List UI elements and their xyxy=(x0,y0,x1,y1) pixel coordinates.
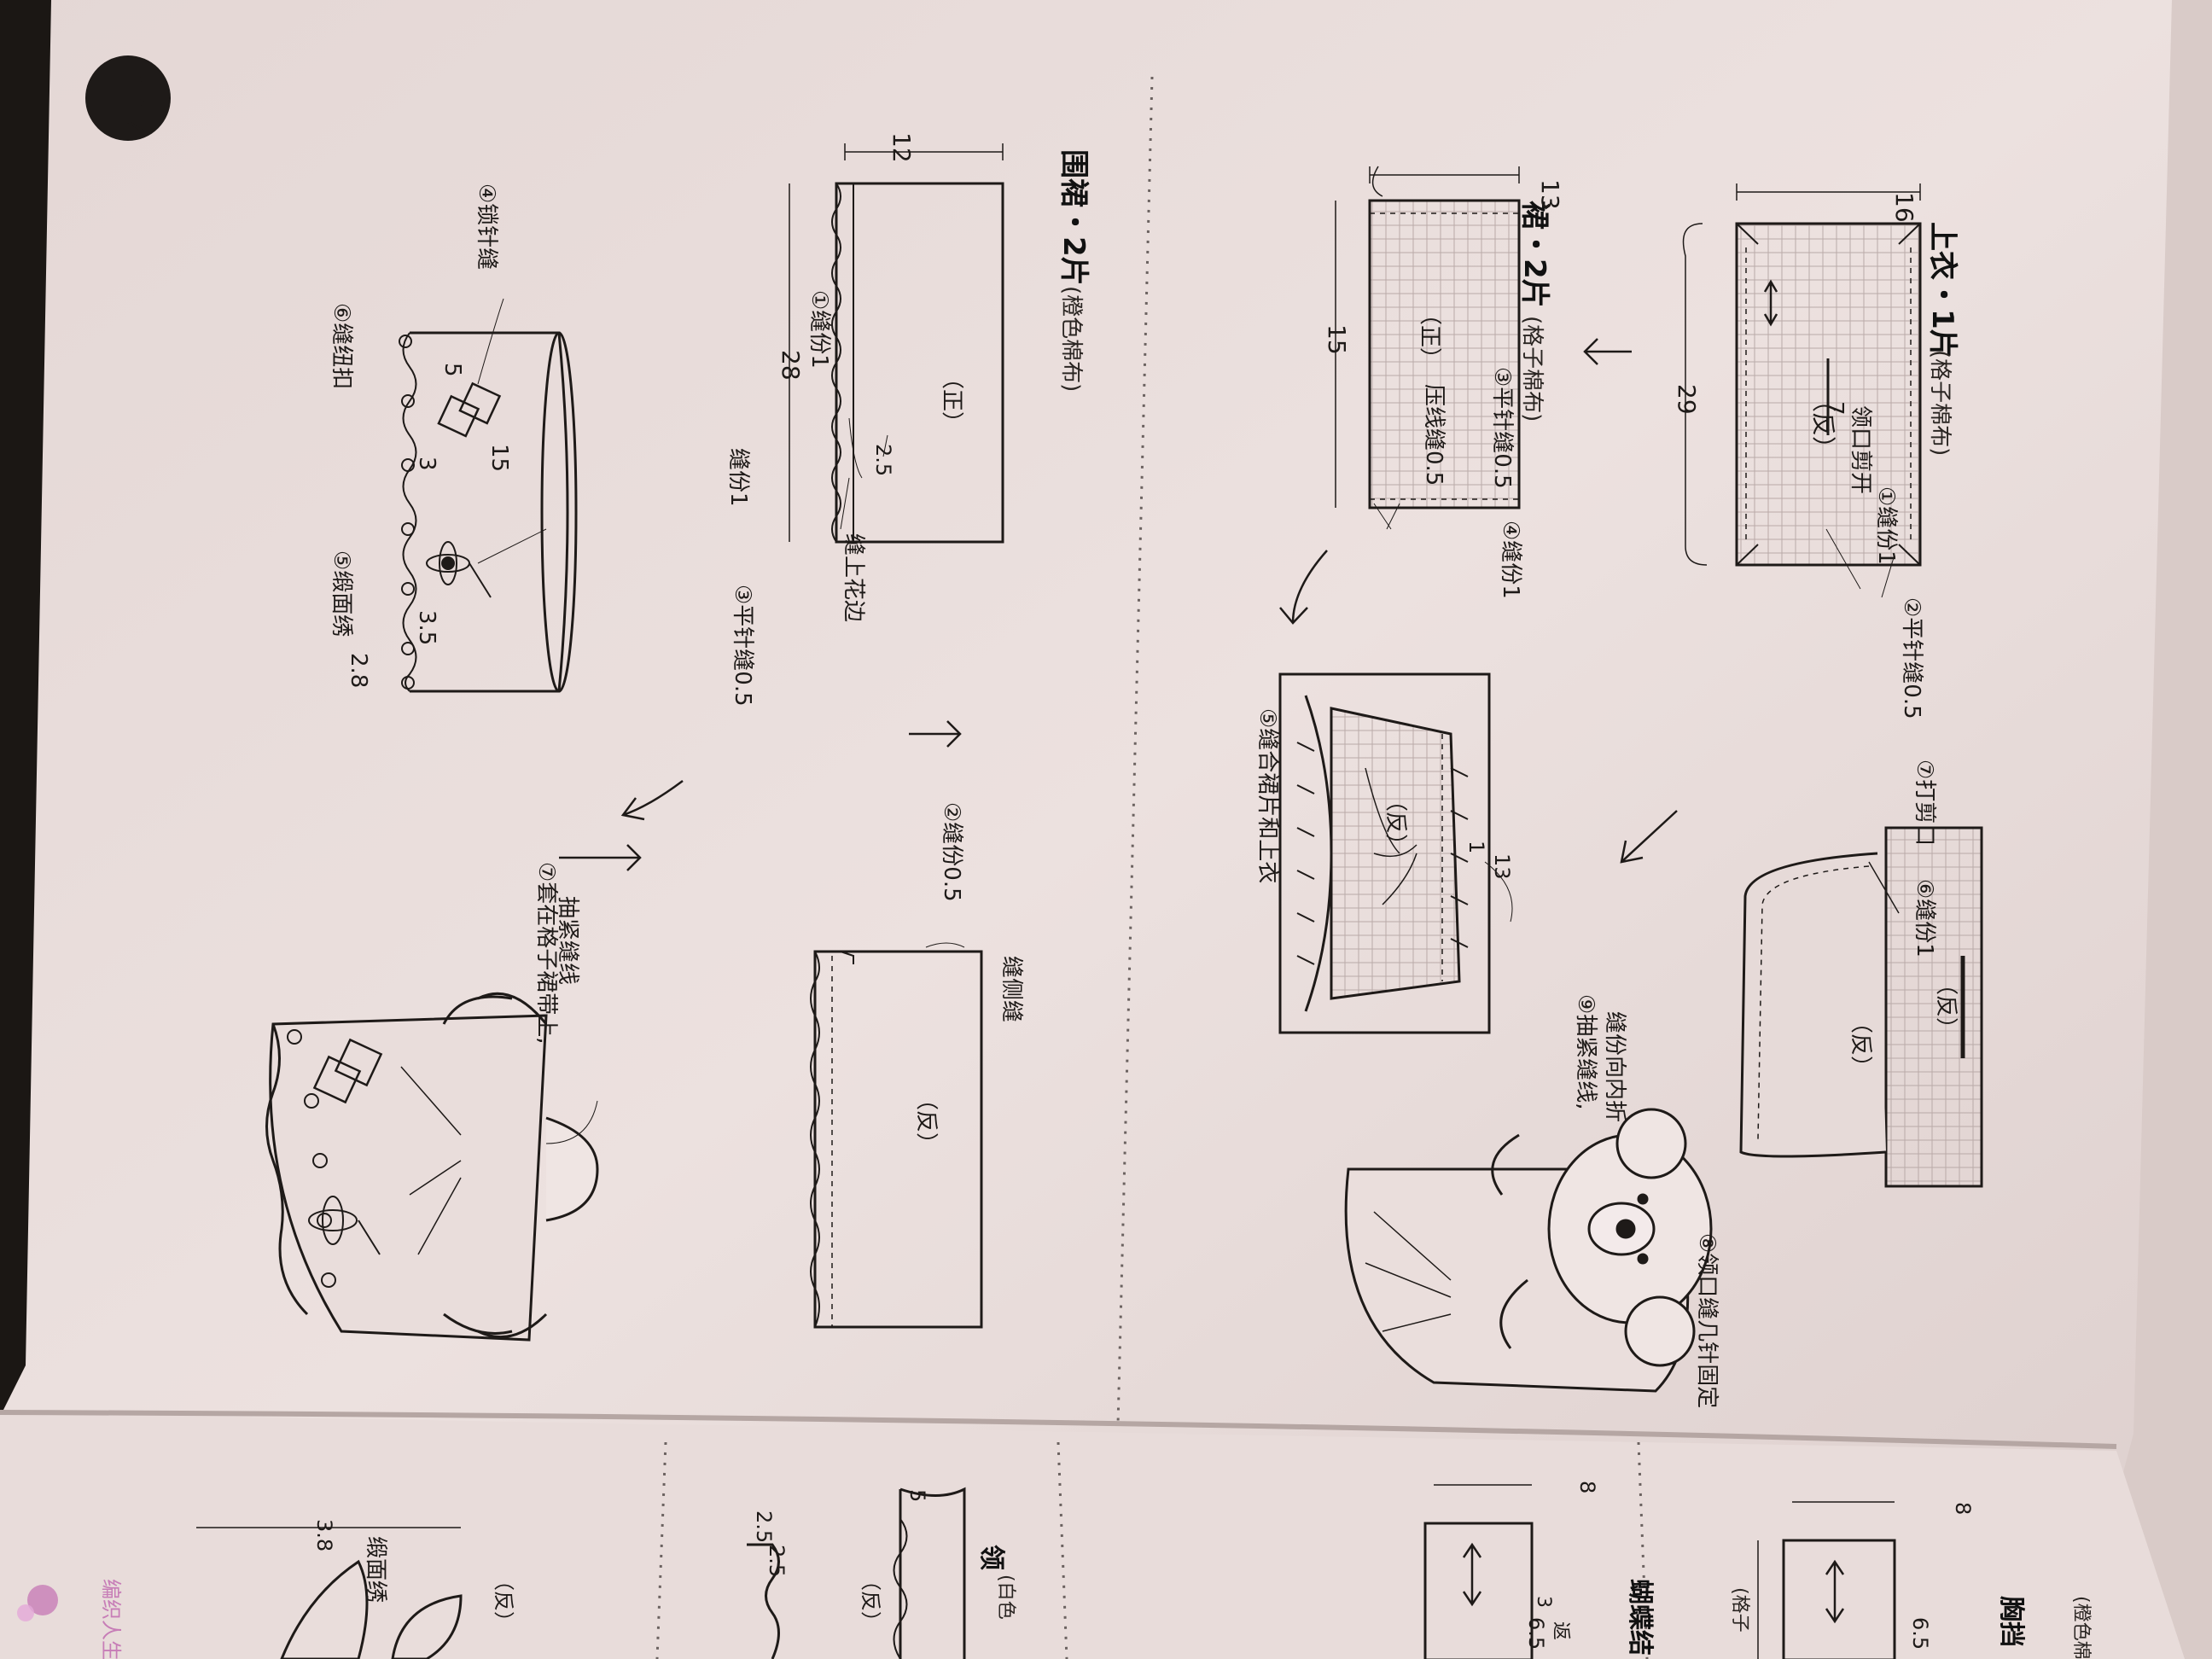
bear-with-top-illustration xyxy=(1344,1108,1713,1393)
apron-step1-seam: ①缝份1 xyxy=(806,290,832,369)
next-bib-title: 胸挡 xyxy=(1996,1596,2026,1647)
section-title-skirt: 裙・2片 (格子棉布) xyxy=(1517,201,1551,422)
next-page-fragments xyxy=(196,1484,1896,1659)
skirt-step4-seam: ④缝份1 xyxy=(1498,521,1523,599)
apron-cylinder-step xyxy=(399,298,578,693)
page-number-badge xyxy=(85,55,171,141)
apron-width-dim: 12 xyxy=(888,132,916,163)
join-13: 13 xyxy=(1490,853,1514,880)
satin-dim-3-8: 3.8 xyxy=(312,1519,336,1551)
apron-side-seam: 缝侧缝 xyxy=(998,956,1024,1022)
apron-step2-seam: ②缝份0.5 xyxy=(939,802,964,902)
skirt-width-dim: 13 xyxy=(1536,179,1564,210)
next-bow-material: (格子 xyxy=(1729,1587,1750,1633)
join-1: 1 xyxy=(1464,841,1488,853)
join-reverse-mark: （反） xyxy=(1382,789,1408,856)
sew-buttons: ⑥缝纽扣 xyxy=(329,303,354,389)
skirt-step3-running-stitch: ③平针缝0.5 xyxy=(1489,367,1515,489)
apron-2-5: 2.5 xyxy=(871,444,895,476)
skirt-pattern-piece xyxy=(1335,166,1521,530)
bow-fold-back: 返 xyxy=(1550,1621,1571,1640)
top-title: 上衣・1片 xyxy=(1925,222,1959,358)
skirt-material: (格子棉布) xyxy=(1519,316,1545,422)
apron-lace: 缝上花边 xyxy=(841,533,866,622)
step7-put-on: ⑦套在格子裙带上, xyxy=(533,862,559,1045)
step6-reverse-b: （反） xyxy=(1848,1011,1873,1078)
page-number: 114 xyxy=(110,73,152,141)
step8-neck: ⑧领口缝几针固定 xyxy=(1694,1233,1720,1408)
dim-15: 15 xyxy=(486,444,512,472)
step6-reverse-a: （反） xyxy=(1933,973,1959,1039)
top-reverse-mark: （反） xyxy=(1809,388,1837,460)
section-title-top: 上衣・1片 (格子棉布) xyxy=(1925,222,1959,456)
top-neck-slit: 领口剪开 xyxy=(1848,405,1873,494)
apron-reverse-mark: （反） xyxy=(913,1088,939,1155)
bib-reverse-mark: （反） xyxy=(492,1570,515,1632)
top-neck-length: 7 xyxy=(1822,401,1848,416)
skirt-step5-join: ⑤缝合裙片和上衣 xyxy=(1254,708,1280,883)
apron-pattern-piece xyxy=(789,143,1004,544)
finished-dress-illustration xyxy=(265,992,599,1342)
next-satin-stitch: 缎面绣 xyxy=(363,1536,388,1603)
bow-dim-3: 3 xyxy=(1533,1596,1554,1608)
top-material: (格子棉布) xyxy=(1927,350,1953,456)
apron-side-seam-step xyxy=(810,942,983,1329)
watermark-logo xyxy=(17,1585,58,1621)
step9-fold: 缝份向内折 xyxy=(1602,1011,1627,1122)
next-bib-material: (橙色棉 xyxy=(2070,1596,2092,1659)
next-collar-title: 领 xyxy=(976,1545,1006,1570)
top-step2-running-stitch: ②平针缝0.5 xyxy=(1899,597,1924,719)
collar-dim-5: 5 xyxy=(905,1489,929,1502)
apron-seam-b: 缝份1 xyxy=(725,448,751,507)
blanket-stitch: ④锁针缝 xyxy=(474,183,499,270)
apron-length-dim: 28 xyxy=(777,350,805,381)
dim-2-8: 2.8 xyxy=(346,653,371,688)
skirt-front-mark: （正） xyxy=(1417,303,1442,370)
top-step1-seam: ①缝份1 xyxy=(1873,486,1899,565)
top-length-dim: 29 xyxy=(1673,384,1701,415)
step7-clip: ⑦打剪口 xyxy=(1912,760,1937,846)
top-pattern-piece xyxy=(1682,183,1922,598)
bow-dim-8: 8 xyxy=(1575,1481,1599,1493)
section-title-apron: 围裙・2片 (橙色棉布) xyxy=(1057,149,1091,392)
next-collar-material: (白色 xyxy=(995,1575,1016,1620)
step9-gather: ⑨抽紧缝线, xyxy=(1573,994,1598,1110)
step7-tighten: 抽紧缝线 xyxy=(555,896,580,985)
skirt-join-step xyxy=(1278,672,1513,1034)
dim-5: 5 xyxy=(439,363,465,377)
top-fold-step xyxy=(1739,826,1983,1188)
collar-dim-2-5: 2.5 xyxy=(752,1511,776,1543)
dim-3-5: 3.5 xyxy=(414,610,439,645)
bib-dim-8: 8 xyxy=(1951,1502,1975,1515)
skirt-length-dim: 15 xyxy=(1323,324,1351,355)
apron-front-mark: （正） xyxy=(939,367,964,434)
apron-title: 围裙・2片 xyxy=(1057,149,1091,286)
collar-dim-2-5-b: 2.5 xyxy=(765,1545,789,1577)
step6-seam: ⑥缝份1 xyxy=(1912,879,1937,958)
apron-material: (橙色棉布) xyxy=(1058,286,1084,392)
top-width-dim: 16 xyxy=(1890,192,1918,223)
bow-reverse-mark: （反） xyxy=(859,1570,882,1632)
skirt-title: 裙・2片 xyxy=(1517,201,1551,308)
skirt-topstitch: 压线缝0.5 xyxy=(1421,384,1447,486)
watermark-text: 编织人生 xyxy=(99,1579,123,1659)
satin-stitch-a: ⑤缎面绣 xyxy=(329,550,354,637)
dim-3: 3 xyxy=(414,457,439,471)
apron-running-stitch: ③平针缝0.5 xyxy=(730,585,755,707)
bow-dim-6-5: 6.5 xyxy=(1524,1617,1548,1650)
page-stack-edge xyxy=(2116,0,2212,1659)
next-bow-title: 蝴蝶结 xyxy=(1625,1579,1655,1656)
bib-dim-6-5: 6.5 xyxy=(1908,1617,1932,1650)
